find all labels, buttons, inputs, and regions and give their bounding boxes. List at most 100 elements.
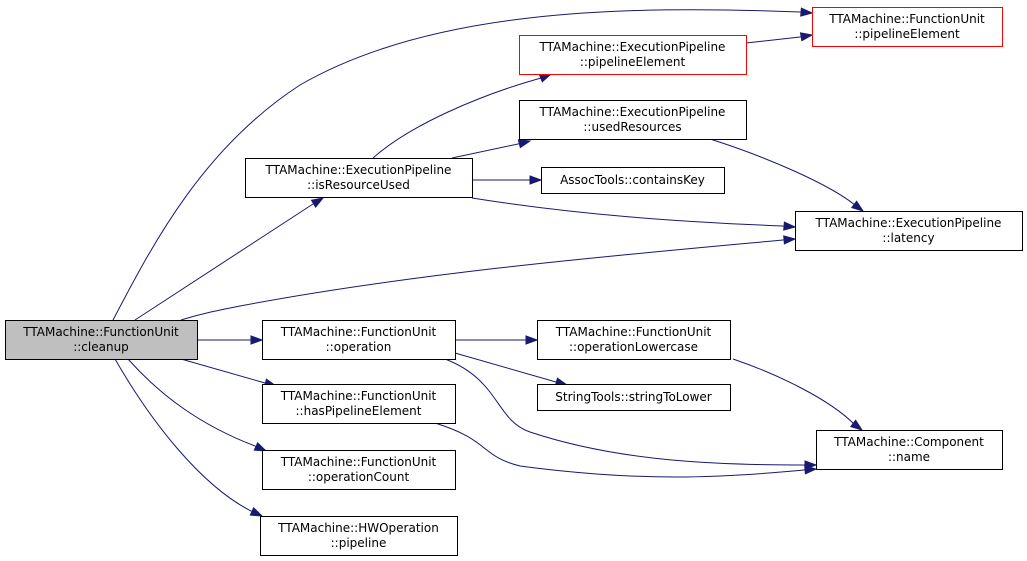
edge-line	[372, 77, 542, 159]
node-string_stringToLower[interactable]: StringTools::stringToLower	[537, 384, 731, 411]
nodes-layer: TTAMachine::FunctionUnit::cleanupTTAMach…	[5, 7, 1023, 556]
arrowhead-icon	[538, 73, 553, 83]
edge-line	[180, 358, 266, 384]
node-label-line1: TTAMachine::FunctionUnit	[280, 455, 437, 469]
node-label-line1: TTAMachine::FunctionUnit	[280, 389, 437, 403]
edge-ep_pipelineElement-to-fu_pipelineElement	[745, 32, 814, 44]
node-box[interactable]	[262, 384, 456, 424]
node-assoc_containsKey[interactable]: AssocTools::containsKey	[541, 167, 725, 194]
edge-line	[180, 239, 784, 321]
node-label-line2: ::operation	[326, 340, 392, 354]
node-ep_latency[interactable]: TTAMachine::ExecutionPipeline::latency	[795, 211, 1023, 251]
edge-cleanup-to-fu_operationCount	[127, 358, 268, 452]
edge-line	[434, 422, 805, 478]
arrowhead-icon	[310, 197, 325, 208]
node-label-line1: TTAMachine::FunctionUnit	[22, 325, 179, 339]
edge-line	[451, 143, 519, 159]
node-box[interactable]	[537, 384, 731, 411]
node-hwop_pipeline[interactable]: TTAMachine::HWOperation::pipeline	[260, 516, 458, 556]
node-ep_usedResources[interactable]: TTAMachine::ExecutionPipeline::usedResou…	[519, 100, 747, 140]
node-label-line2: ::pipelineElement	[580, 55, 686, 69]
node-label-line1: TTAMachine::ExecutionPipeline	[265, 163, 452, 177]
node-label-line2: ::pipelineElement	[854, 27, 960, 41]
node-label-line2: ::operationLowercase	[569, 340, 698, 354]
node-cleanup[interactable]: TTAMachine::FunctionUnit::cleanup	[5, 320, 198, 360]
edge-line	[112, 9, 801, 321]
edge-fu_hasPipelineElement-to-component_name	[434, 422, 818, 478]
edge-line	[745, 36, 801, 44]
arrowhead-icon	[799, 32, 814, 42]
edge-cleanup-to-ep_latency	[180, 235, 797, 321]
edge-line	[454, 352, 557, 383]
node-box[interactable]	[537, 320, 731, 360]
node-box[interactable]	[795, 211, 1023, 251]
node-fu_operationCount[interactable]: TTAMachine::FunctionUnit::operationCount	[262, 450, 456, 490]
node-label-line2: ::name	[888, 450, 930, 464]
arrowhead-icon	[800, 7, 814, 17]
node-label-line1: TTAMachine::HWOperation	[277, 521, 439, 535]
node-box[interactable]	[519, 35, 747, 75]
node-label: AssocTools::containsKey	[560, 173, 705, 187]
edge-cleanup-to-fu_pipelineElement	[112, 7, 814, 321]
arrowhead-icon	[529, 175, 543, 185]
edge-line	[444, 358, 805, 466]
edge-ep_usedResources-to-ep_latency	[709, 138, 865, 212]
edge-line	[709, 138, 856, 206]
arrowhead-icon	[783, 221, 797, 231]
node-label-line1: TTAMachine::ExecutionPipeline	[539, 105, 726, 119]
arrowhead-icon	[804, 465, 818, 475]
node-ep_isResourceUsed[interactable]: TTAMachine::ExecutionPipeline::isResourc…	[245, 158, 473, 198]
node-box[interactable]	[816, 430, 1003, 470]
node-box[interactable]	[541, 167, 725, 194]
node-fu_operation[interactable]: TTAMachine::FunctionUnit::operation	[262, 320, 456, 360]
node-label-line2: ::pipeline	[331, 536, 387, 550]
node-label: StringTools::stringToLower	[555, 390, 712, 404]
node-label-line2: ::latency	[882, 231, 934, 245]
node-label-line2: ::operationCount	[308, 470, 410, 484]
node-box[interactable]	[262, 450, 456, 490]
node-label-line2: ::usedResources	[583, 120, 681, 134]
edge-ep_isResourceUsed-to-ep_usedResources	[451, 139, 532, 159]
node-box[interactable]	[262, 320, 456, 360]
edge-cleanup-to-fu_hasPipelineElement	[180, 358, 278, 388]
node-label-line1: TTAMachine::FunctionUnit	[280, 325, 437, 339]
arrowhead-icon	[249, 506, 264, 517]
edge-line	[134, 203, 314, 321]
node-fu_operationLowercase[interactable]: TTAMachine::FunctionUnit::operationLower…	[537, 320, 731, 360]
node-label-line1: TTAMachine::FunctionUnit	[555, 325, 712, 339]
node-label-line1: TTAMachine::ExecutionPipeline	[539, 40, 726, 54]
edge-line	[114, 358, 252, 512]
node-fu_pipelineElement[interactable]: TTAMachine::FunctionUnit::pipelineElemen…	[812, 7, 1003, 47]
node-label-line2: ::hasPipelineElement	[296, 404, 422, 418]
edge-fu_operationLowercase-to-component_name	[732, 358, 864, 431]
edge-fu_operation-to-fu_operationLowercase	[455, 335, 539, 345]
node-box[interactable]	[519, 100, 747, 140]
node-box[interactable]	[245, 158, 473, 198]
edge-line	[127, 358, 256, 447]
edge-cleanup-to-hwop_pipeline	[114, 358, 264, 517]
edge-line	[732, 358, 855, 425]
node-label-line1: TTAMachine::FunctionUnit	[828, 12, 985, 26]
arrowhead-icon	[850, 200, 865, 212]
node-fu_hasPipelineElement[interactable]: TTAMachine::FunctionUnit::hasPipelineEle…	[262, 384, 456, 424]
node-box[interactable]	[260, 516, 458, 556]
edge-cleanup-to-fu_operation	[197, 335, 264, 345]
node-box[interactable]	[5, 320, 198, 360]
edge-ep_isResourceUsed-to-ep_latency	[471, 197, 797, 231]
node-box[interactable]	[812, 7, 1003, 47]
arrowhead-icon	[783, 235, 797, 245]
edge-ep_isResourceUsed-to-assoc_containsKey	[472, 175, 543, 185]
edges-layer	[112, 7, 865, 517]
node-ep_pipelineElement[interactable]: TTAMachine::ExecutionPipeline::pipelineE…	[519, 35, 747, 75]
arrowhead-icon	[253, 441, 268, 452]
arrowhead-icon	[517, 139, 532, 149]
node-label-line1: TTAMachine::Component	[833, 435, 984, 449]
node-label-line1: TTAMachine::ExecutionPipeline	[815, 216, 1002, 230]
edge-fu_operation-to-component_name	[444, 358, 818, 470]
arrowhead-icon	[525, 335, 539, 345]
node-label-line2: ::isResourceUsed	[307, 178, 410, 192]
arrowhead-icon	[250, 335, 264, 345]
node-component_name[interactable]: TTAMachine::Component::name	[816, 430, 1003, 470]
arrowhead-icon	[849, 419, 864, 431]
